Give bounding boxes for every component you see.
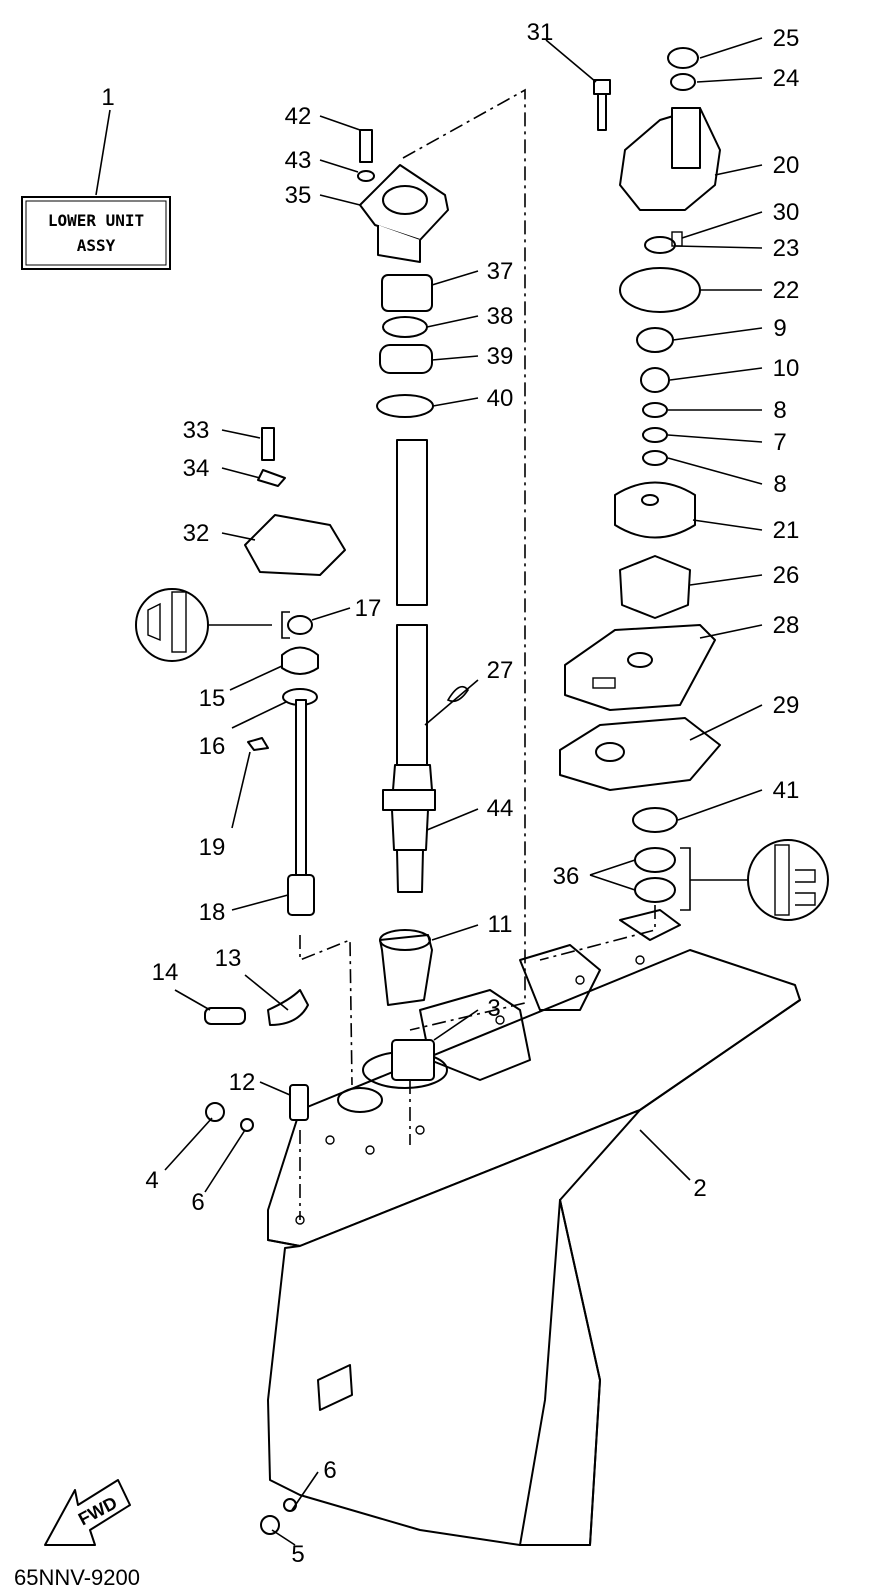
callout-44: 44	[487, 795, 514, 822]
callout-23: 23	[773, 235, 800, 262]
callout-36: 36	[553, 863, 580, 890]
callout-24: 24	[773, 65, 800, 92]
callout-9: 9	[773, 315, 786, 342]
callout-31: 31	[527, 19, 554, 46]
callout-2: 2	[693, 1175, 706, 1202]
leader-lines	[95, 37, 763, 1546]
callout-35: 35	[285, 182, 312, 209]
drive-shaft-seals	[376, 274, 434, 418]
callout-14: 14	[152, 959, 179, 986]
callout-28: 28	[773, 612, 800, 639]
callout-4: 4	[145, 1167, 158, 1194]
callout-15: 15	[199, 685, 226, 712]
shift-rod-assembly	[204, 427, 346, 1535]
callout-11: 11	[488, 911, 513, 938]
callout-1: 1	[101, 84, 114, 111]
callout-25: 25	[773, 25, 800, 52]
callout-20: 20	[773, 152, 800, 179]
callout-17: 17	[355, 595, 382, 622]
forward-direction-arrow: FWD	[44, 1479, 131, 1546]
callout-41: 41	[773, 777, 800, 804]
detail-circle-left	[135, 588, 272, 662]
title-line-2: ASSY	[77, 236, 116, 255]
drawing-code: 65NNV-9200	[14, 1565, 140, 1590]
bearing-housing-part-35	[357, 129, 449, 263]
water-pump-assembly	[559, 47, 721, 903]
callout-40: 40	[487, 385, 514, 412]
callout-12: 12	[229, 1069, 256, 1096]
bearing-part-11-and-3	[379, 929, 435, 1081]
callout-38: 38	[487, 303, 514, 330]
callout-21: 21	[773, 517, 800, 544]
callout-3: 3	[487, 995, 500, 1022]
callout-26: 26	[773, 562, 800, 589]
detail-circle-right	[690, 839, 829, 921]
callout-8-lower: 8	[773, 471, 786, 498]
callout-22: 22	[773, 277, 800, 304]
callout-42: 42	[285, 103, 312, 130]
callout-6-lower: 6	[323, 1457, 336, 1484]
lower-unit-housing-part-2	[267, 909, 801, 1546]
callout-39: 39	[487, 343, 514, 370]
callout-43: 43	[285, 147, 312, 174]
callout-30: 30	[773, 199, 800, 226]
callout-18: 18	[199, 899, 226, 926]
callout-33: 33	[183, 417, 210, 444]
callout-numbers: 1 42 43 35 37 38 39 40 33 34 32 17 15 16…	[101, 19, 799, 1568]
callout-13: 13	[215, 945, 242, 972]
callout-8-upper: 8	[773, 397, 786, 424]
callout-19: 19	[199, 834, 226, 861]
title-line-1: LOWER UNIT	[48, 211, 144, 230]
callout-6-upper: 6	[191, 1189, 204, 1216]
callout-10: 10	[773, 355, 800, 382]
callout-7: 7	[773, 429, 786, 456]
callout-5: 5	[291, 1541, 304, 1568]
callout-32: 32	[183, 520, 210, 547]
drive-shaft-part-44	[382, 439, 436, 893]
callout-37: 37	[487, 258, 514, 285]
callout-27: 27	[487, 657, 514, 684]
callout-29: 29	[773, 692, 800, 719]
callout-34: 34	[183, 455, 210, 482]
title-box: LOWER UNIT ASSY	[21, 196, 171, 270]
callout-16: 16	[199, 733, 226, 760]
